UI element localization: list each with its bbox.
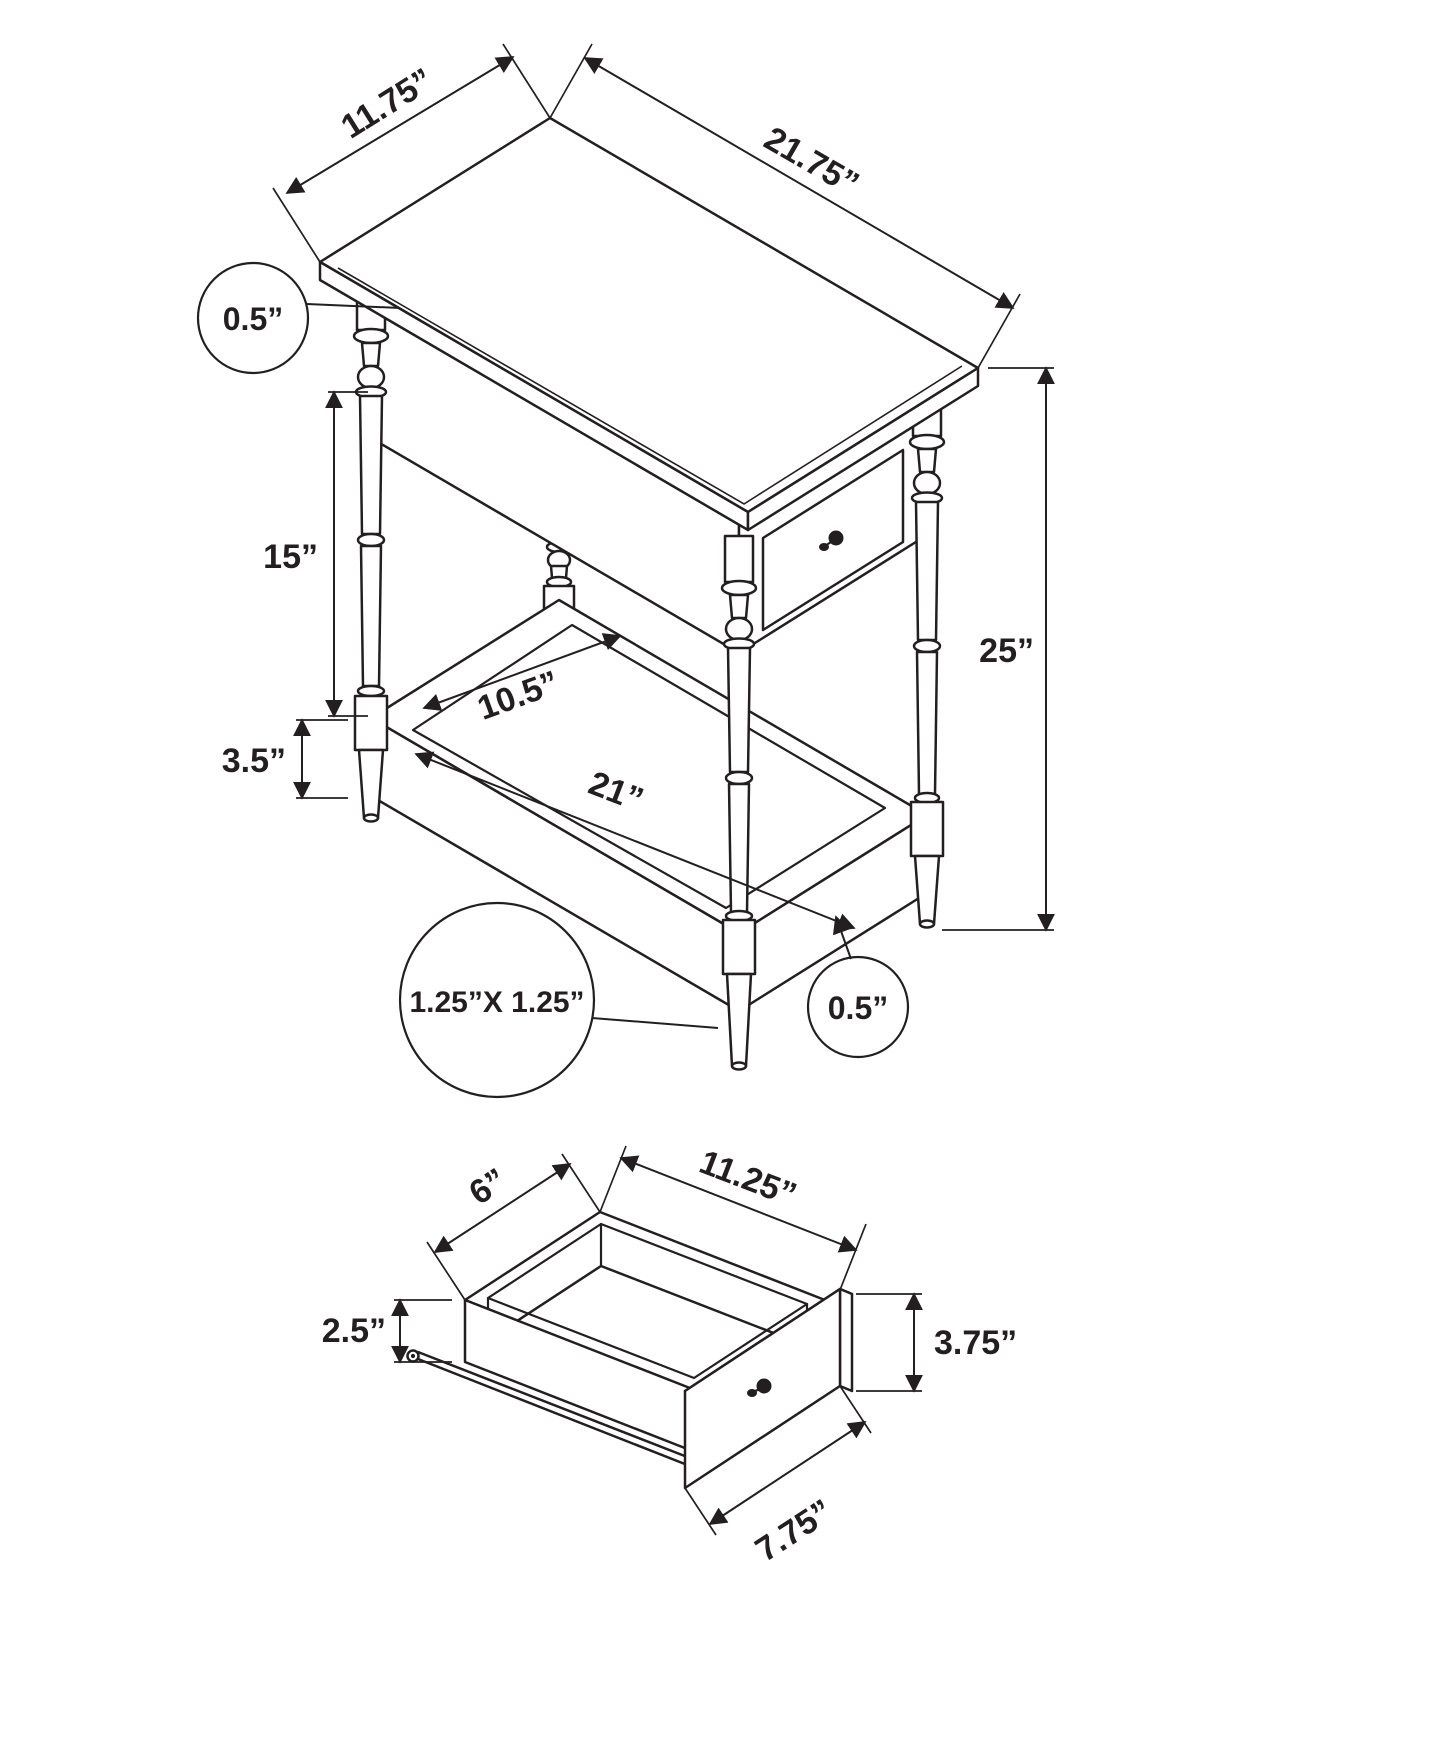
callout-top-thickness: 0.5”	[196, 261, 401, 375]
dimension-upper-leg-height: 15”	[263, 390, 368, 718]
dimension-label-drawer-width: 11.25”	[694, 1143, 801, 1214]
table-shelf	[369, 598, 929, 1013]
dimension-label-shelf-frame-height: 3.5”	[222, 742, 286, 780]
dimension-label-leg-section: 1.25”X 1.25”	[409, 986, 584, 1019]
dimension-drawer-front-height: 3.75”	[856, 1292, 1017, 1393]
dimension-label-drawer-box-height: 2.5”	[322, 1312, 386, 1350]
dimension-label-upper-leg-height: 15”	[263, 538, 318, 576]
table-left-leg	[352, 282, 390, 823]
drawer-detail-knob	[747, 1378, 772, 1397]
dimension-drawer-box-height: 2.5”	[322, 1298, 452, 1364]
drawer-drawing	[406, 1210, 854, 1490]
dimension-label-drawer-front-height: 3.75”	[934, 1324, 1017, 1362]
callout-leg-section: 1.25”X 1.25”	[398, 901, 719, 1099]
dimension-label-top-thickness: 0.5”	[223, 301, 283, 337]
drawer-inner-rim	[486, 1222, 809, 1380]
dimension-label-overall-height: 25”	[979, 632, 1034, 670]
dimension-label-shelf-thickness: 0.5”	[828, 990, 888, 1026]
dimension-label-drawer-front-width: 7.75”	[749, 1492, 839, 1569]
table-drawing	[318, 116, 980, 1071]
dimension-shelf-frame-height: 3.5”	[222, 718, 348, 800]
dimension-overall-height: 25”	[942, 366, 1055, 932]
drawer-knob	[819, 530, 844, 551]
callout-shelf-thickness: 0.5”	[806, 915, 910, 1059]
